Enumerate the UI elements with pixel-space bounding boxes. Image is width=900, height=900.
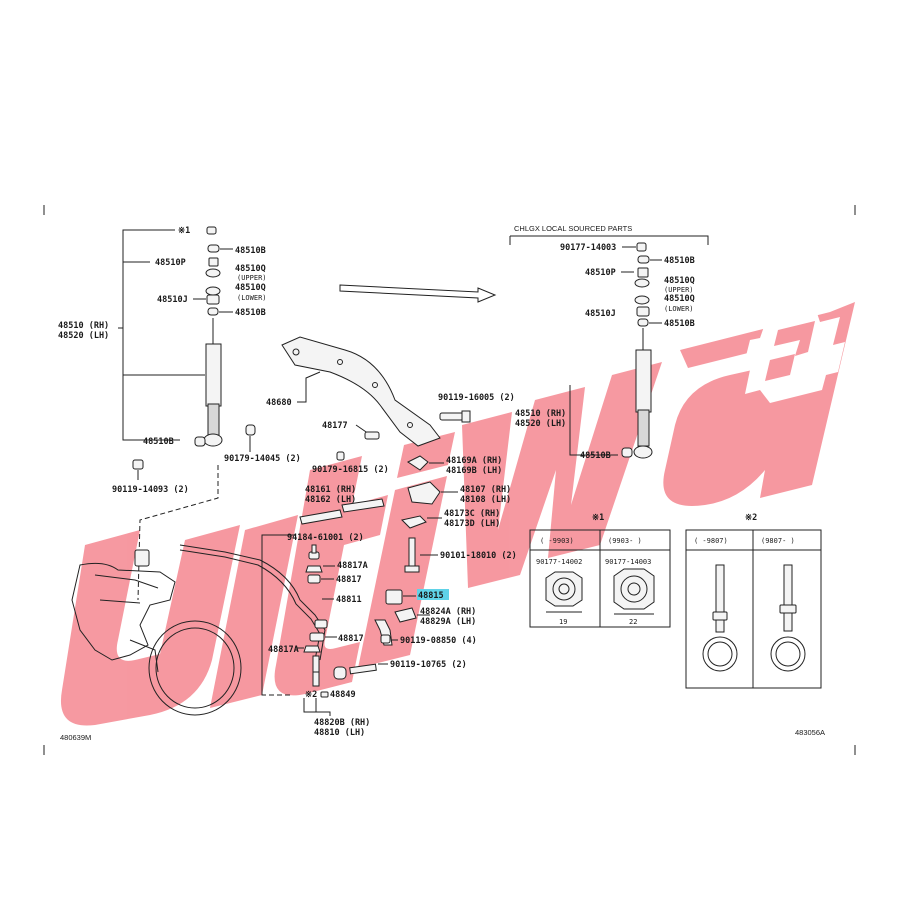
label-48817-b: 48817 [338,634,364,644]
label-48824A: 48824A (RH) [420,607,476,617]
note2-mark: ※2 [305,690,317,700]
table2-col1-head: ( -9807) [694,537,728,545]
frame-marks [43,205,856,755]
label-48510Q-lower-note-right: (LOWER) [664,305,694,313]
label-90101-18010: 90101-18010 (2) [440,551,517,561]
link-table: ※2 ( -9807) (9807- ) [685,513,822,689]
axle-wheel-group: 480639M [60,549,242,742]
table1-col2-part: 90177-14003 [605,558,651,566]
local-parts-header: CHLGX LOCAL SOURCED PARTS [514,224,632,233]
label-90119-16005: 90119-16005 (2) [438,393,515,403]
label-48510-rh-left: 48510 (RH) [58,321,109,331]
table2-mark: ※2 [745,513,757,523]
label-94184-61001: 94184-61001 (2) [287,533,364,543]
label-90179-16815: 90179-16815 (2) [312,465,389,475]
table1-col1-size: 19 [559,618,567,626]
label-48680: 48680 [266,398,292,408]
right-shock-group: CHLGX LOCAL SOURCED PARTS 90177-14003 48… [509,224,825,737]
label-48510Q-upper-right: 48510Q [664,276,695,286]
direction-arrow [339,284,497,303]
table1-mark: ※1 [592,513,604,523]
note1-mark: ※1 [178,226,190,236]
table1-col2-head: (9903- ) [608,537,642,545]
label-90177-14003-right: 90177-14003 [560,243,616,253]
label-48811: 48811 [336,595,362,605]
label-48817A-b: 48817A [268,645,299,655]
label-48510J-right: 48510J [585,309,616,319]
label-48829A: 48829A (LH) [420,617,476,627]
label-48510Q-lower-right: 48510Q [664,294,695,304]
label-48510Q-upper: 48510Q [235,264,266,274]
label-90119-10765: 90119-10765 (2) [390,660,467,670]
label-48161: 48161 (RH) [305,485,356,495]
label-90179-14045: 90179-14045 (2) [224,454,301,464]
nut-table: ※1 ( -9903) (9903- ) 90177-14002 90177-1… [529,513,671,628]
left-diagram-code: 480639M [60,733,91,742]
label-48510-rh-right: 48510 (RH) [515,409,566,419]
label-48510Q-upper-note: (UPPER) [237,274,267,282]
label-48169A: 48169A (RH) [446,456,502,466]
table2-col2-head: (9807- ) [761,537,795,545]
frame-bracket-group: 48680 48177 90179-16815 (2) [266,336,441,475]
label-90119-14093: 90119-14093 (2) [112,485,189,495]
label-48108: 48108 (LH) [460,495,511,505]
label-48510B-top: 48510B [235,246,266,256]
label-48510B-right-a: 48510B [664,256,695,266]
label-48169B: 48169B (LH) [446,466,502,476]
watermark-logo [60,290,855,726]
label-48177: 48177 [322,421,348,431]
table1-col1-head: ( -9903) [540,537,574,545]
label-48510B-mid: 48510B [235,308,266,318]
label-48510Q-lower-note: (LOWER) [237,294,267,302]
right-diagram-code: 483056A [795,728,825,737]
label-48510B-right-c: 48510B [580,451,611,461]
table1-col1-part: 90177-14002 [536,558,582,566]
label-48510J: 48510J [157,295,188,305]
label-48817-a: 48817 [336,575,362,585]
label-48520-lh-left: 48520 (LH) [58,331,109,341]
left-shock-group: ※1 48510B 48510P 48510Q (UPPER) 48510Q (… [58,226,301,495]
label-90119-08850: 90119-08850 (4) [400,636,477,646]
label-48815-highlighted: 48815 [418,591,444,601]
center-parts-group: 90119-16005 (2) 48169A (RH) 48169B (LH) … [137,393,517,738]
label-48173D: 48173D (LH) [444,519,500,529]
label-48849: 48849 [330,690,356,700]
label-48810: 48810 (LH) [314,728,365,738]
label-48162: 48162 (LH) [305,495,356,505]
label-48510B-bottom: 48510B [143,437,174,447]
label-48510Q-lower: 48510Q [235,283,266,293]
label-48107: 48107 (RH) [460,485,511,495]
label-48510P: 48510P [155,258,186,268]
table1-col2-size: 22 [629,618,637,626]
label-48173C: 48173C (RH) [444,509,500,519]
label-48510Q-upper-note-right: (UPPER) [664,286,694,294]
label-48510P-right: 48510P [585,268,616,278]
label-48820B: 48820B (RH) [314,718,370,728]
label-48520-lh-right: 48520 (LH) [515,419,566,429]
label-48510B-right-b: 48510B [664,319,695,329]
label-48817A-a: 48817A [337,561,368,571]
